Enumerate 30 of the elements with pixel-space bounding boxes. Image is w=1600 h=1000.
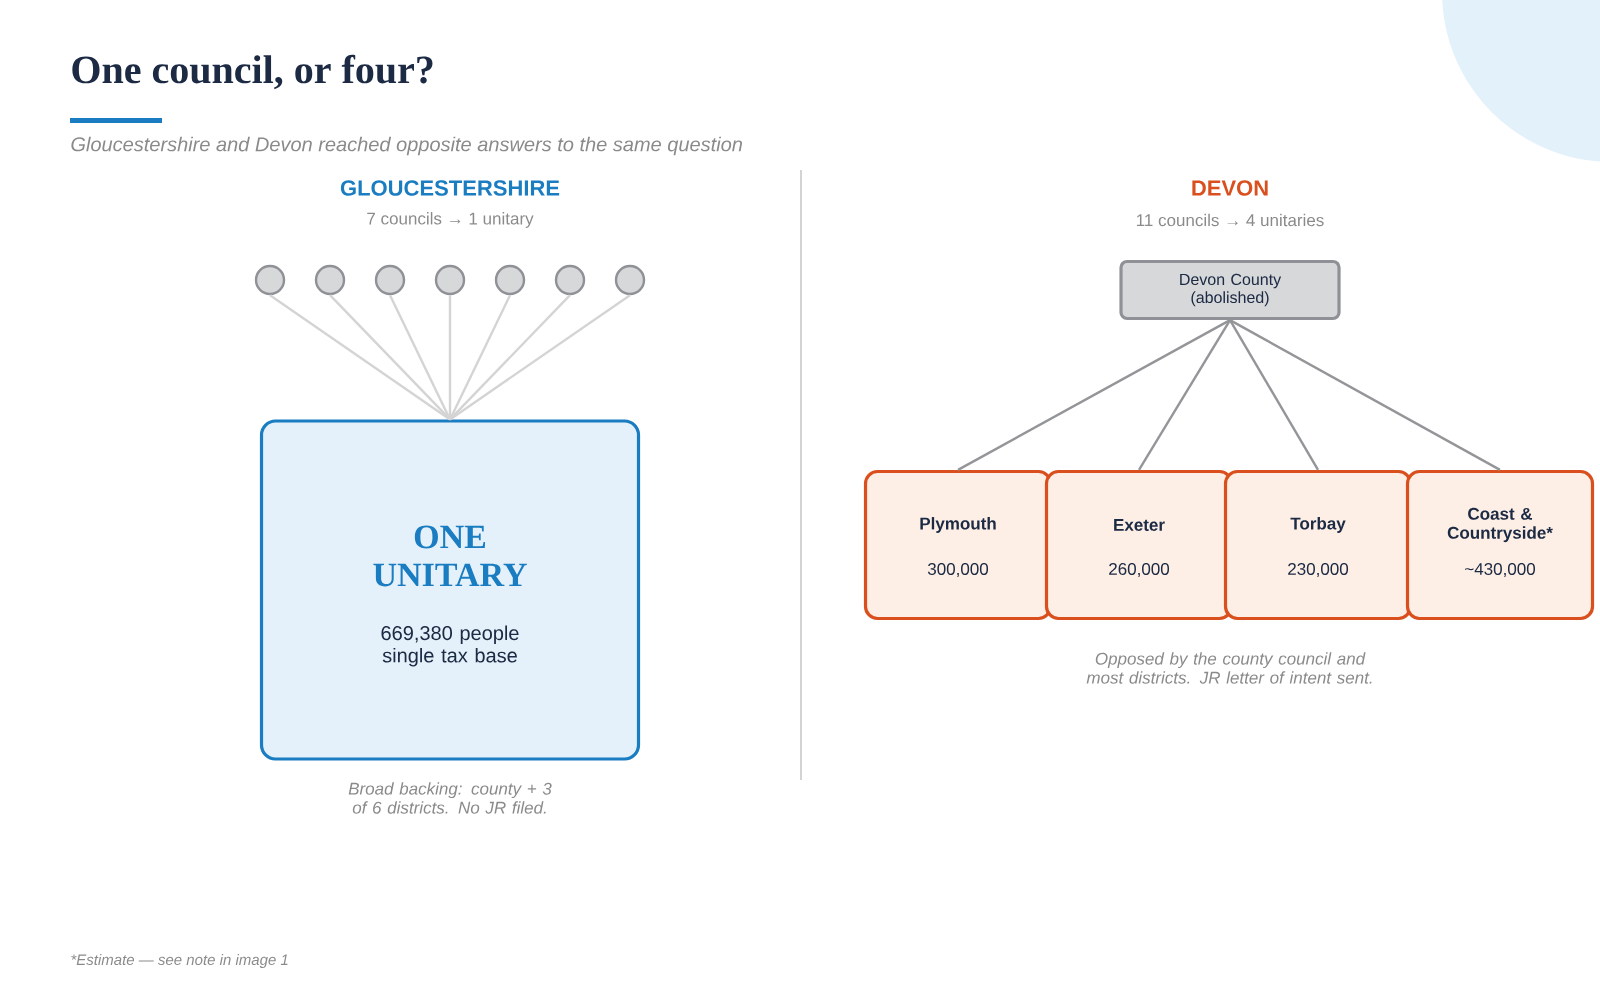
footnote: *Estimate — see note in image 1 xyxy=(71,954,288,968)
title: One council, or four? xyxy=(72,54,433,90)
note-text: Opposed by the county council and most districts. JR letter of intent sent. xyxy=(1086,652,1372,684)
connector-line xyxy=(957,319,1231,471)
section-subheading: 7 councils → 1 unitary xyxy=(367,212,534,228)
connector-line xyxy=(1138,319,1232,471)
connector-line xyxy=(1228,319,1320,471)
district-box: Coast & Countryside* ~430,000 xyxy=(1405,469,1595,621)
district-box: Plymouth 300,000 xyxy=(863,469,1053,621)
unitary-box: ONE UNITARY 669,380 people single tax base xyxy=(259,419,641,761)
connector-line xyxy=(1229,319,1501,471)
district-box: Exeter 260,000 xyxy=(1044,469,1234,621)
council-circle xyxy=(314,264,346,296)
connector-line xyxy=(449,294,631,421)
connector-line xyxy=(449,294,571,421)
council-circle xyxy=(434,264,466,296)
note-text: Broad backing: county + 3 of 6 districts. No JR filed. xyxy=(348,782,552,814)
district-box: Torbay 230,000 xyxy=(1223,469,1413,621)
section-heading: GLOUCESTERSHIRE xyxy=(340,180,560,196)
county-box: Devon County (abolished) xyxy=(1119,259,1341,321)
council-circle xyxy=(254,264,286,296)
connector-line xyxy=(448,294,512,420)
subtitle: Gloucestershire and Devon reached opposite answers to the same question xyxy=(71,136,742,156)
connector-line xyxy=(329,294,451,421)
section-heading: DEVON xyxy=(1192,180,1268,196)
section-subheading: 11 councils → 4 unitaries xyxy=(1136,213,1324,227)
council-circle xyxy=(494,264,526,296)
council-circle xyxy=(374,264,406,296)
council-circle xyxy=(554,264,586,296)
council-circle xyxy=(614,264,646,296)
